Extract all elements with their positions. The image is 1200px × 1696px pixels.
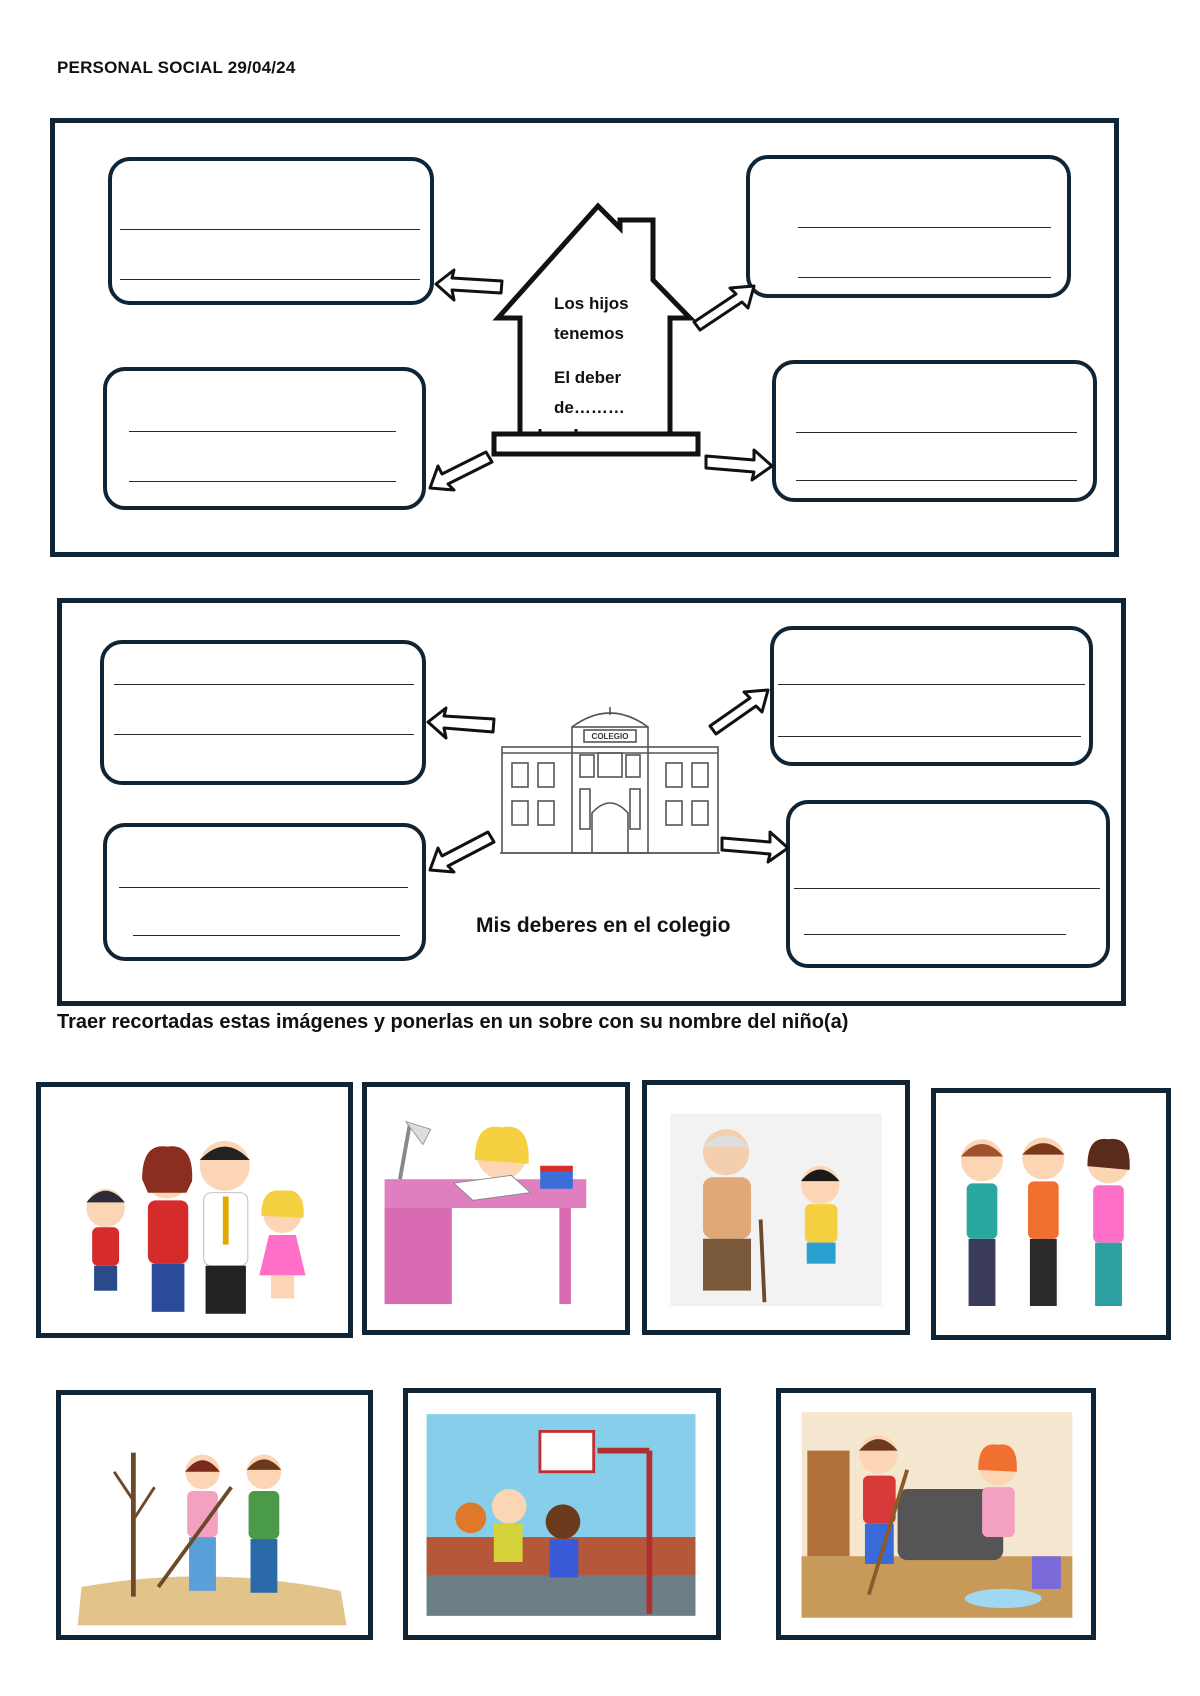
school-answer-box-top-right[interactable] — [770, 626, 1093, 766]
school-sign: COLEGIO — [592, 732, 629, 741]
writing-line — [119, 887, 408, 888]
writing-line — [798, 227, 1051, 228]
house-text-line4: de……… — [554, 398, 625, 417]
arrow-down-left-icon — [428, 450, 494, 492]
writing-line — [804, 934, 1066, 935]
arrow-down-left-icon — [428, 830, 496, 874]
home-answer-box-top-right[interactable] — [746, 155, 1071, 298]
arrow-right-icon — [720, 830, 790, 864]
arrow-left-icon — [434, 268, 504, 302]
writing-line — [778, 736, 1081, 737]
cleaning-icon — [801, 1412, 1073, 1618]
home-answer-box-bottom-right[interactable] — [772, 360, 1097, 502]
family-image — [36, 1082, 353, 1338]
arrow-up-right-icon — [708, 688, 770, 736]
family-icon — [86, 1140, 306, 1314]
children-cleaning-house-image — [776, 1388, 1096, 1640]
house-text-line1: Los hijos — [554, 294, 629, 313]
school-answer-box-bottom-left[interactable] — [103, 823, 426, 961]
school-building-icon: COLEGIO — [500, 707, 720, 854]
writing-line — [114, 684, 414, 685]
writing-line — [778, 684, 1085, 685]
desk-icon — [384, 1120, 587, 1305]
writing-line — [129, 481, 396, 482]
children-talking-icon — [960, 1137, 1130, 1306]
writing-line — [120, 229, 420, 230]
children-playing-basketball-image — [403, 1388, 721, 1640]
writing-line — [114, 734, 414, 735]
planting-icon — [77, 1452, 347, 1626]
house-icon — [491, 202, 701, 457]
basketball-icon — [426, 1414, 696, 1616]
house-text-line3: El deber — [554, 368, 622, 387]
school-answer-box-top-left[interactable] — [100, 640, 426, 785]
boy-helping-grandfather-image — [642, 1080, 910, 1335]
grandfather-icon — [670, 1113, 882, 1306]
school-answer-box-bottom-right[interactable] — [786, 800, 1110, 968]
page-title: PERSONAL SOCIAL 29/04/24 — [57, 58, 296, 77]
home-answer-box-bottom-left[interactable] — [103, 367, 426, 510]
writing-line — [796, 432, 1077, 433]
home-answer-box-top-left[interactable] — [108, 157, 434, 305]
writing-line — [796, 480, 1077, 481]
writing-line — [794, 888, 1100, 889]
school-caption: Mis deberes en el colegio — [476, 914, 731, 937]
arrow-right-icon — [704, 448, 774, 482]
children-talking-image — [931, 1088, 1171, 1340]
writing-line — [120, 279, 420, 280]
arrow-left-icon — [426, 706, 496, 740]
children-planting-tree-image — [56, 1390, 373, 1640]
instruction-text: Traer recortadas estas imágenes y ponerl… — [57, 1011, 849, 1033]
girl-studying-at-desk-image — [362, 1082, 630, 1335]
house-text-line2: tenemos — [554, 324, 624, 343]
writing-line — [129, 431, 396, 432]
writing-line — [133, 935, 400, 936]
arrow-up-right-icon — [692, 284, 756, 332]
writing-line — [798, 277, 1051, 278]
